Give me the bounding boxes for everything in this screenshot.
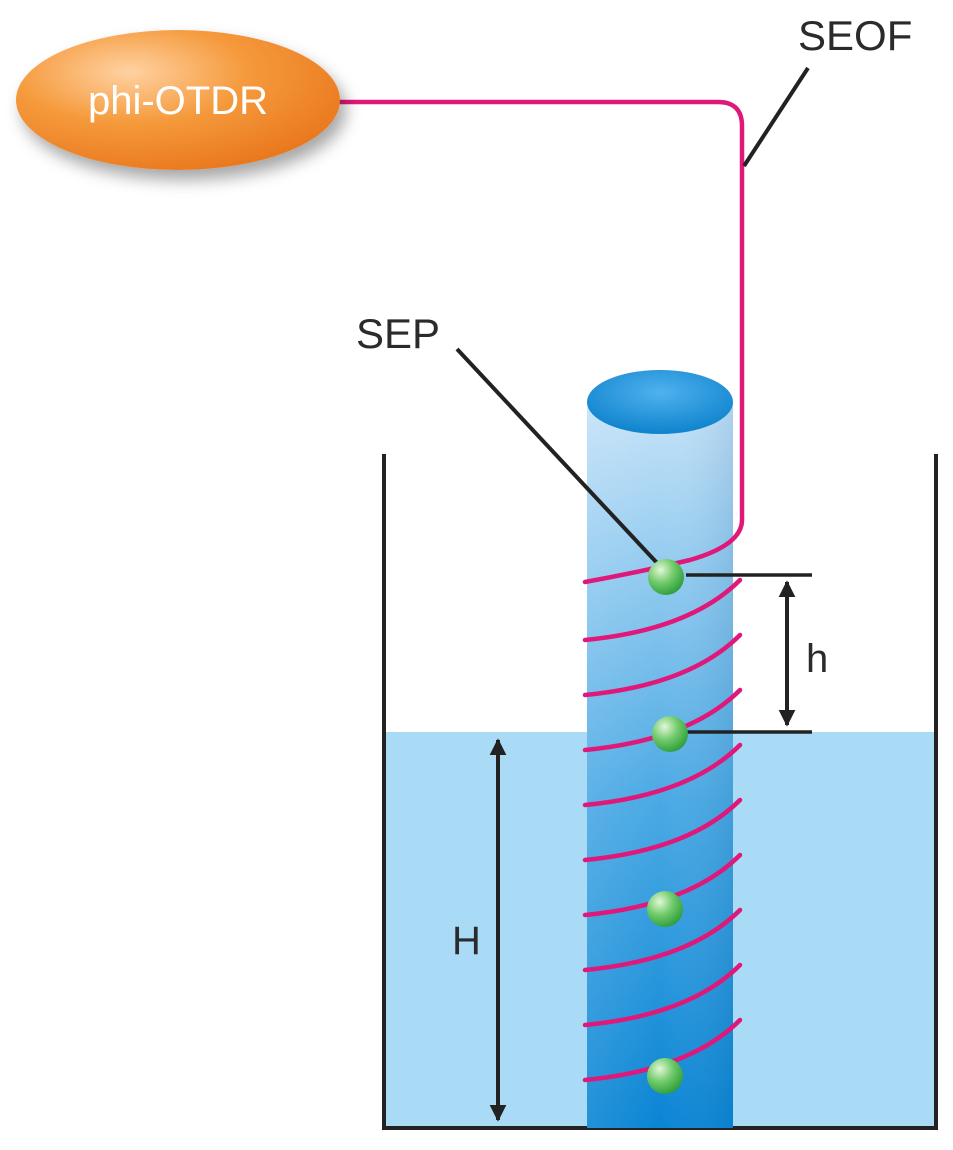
sensing-point-label: SEP bbox=[356, 310, 440, 357]
sensing-point bbox=[647, 891, 683, 927]
sensing-point-leader bbox=[455, 347, 660, 566]
device-label: phi-OTDR bbox=[88, 79, 268, 123]
water-level-label: H bbox=[452, 919, 481, 963]
fiber-leader bbox=[742, 66, 810, 168]
sensing-point bbox=[652, 716, 688, 752]
fiber-label: SEOF bbox=[798, 12, 912, 59]
spacing-reference-lines bbox=[686, 573, 812, 734]
sensor-rod bbox=[587, 370, 733, 1128]
rod-top-cap bbox=[587, 370, 733, 434]
sensing-points bbox=[647, 559, 688, 1094]
optical-fiber bbox=[337, 99, 745, 585]
sensing-point bbox=[648, 559, 684, 595]
point-spacing-label: h bbox=[806, 637, 828, 681]
phi-otdr-device: phi-OTDR bbox=[16, 30, 340, 170]
sensing-point bbox=[647, 1058, 683, 1094]
